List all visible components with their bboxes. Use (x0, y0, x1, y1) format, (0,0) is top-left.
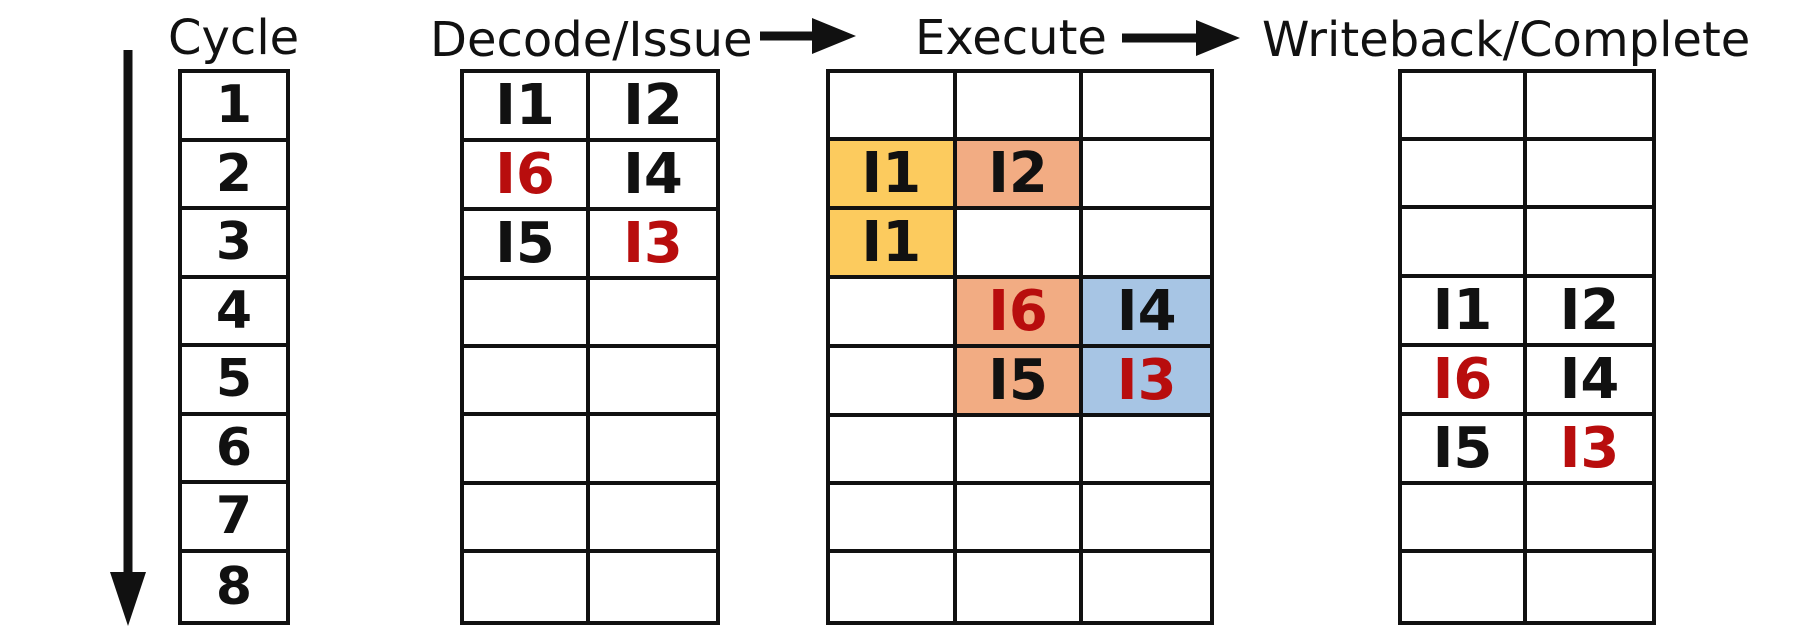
execute-cell (830, 553, 957, 621)
writeback-cell: I2 (1527, 278, 1652, 347)
execute-cell (1083, 210, 1210, 279)
execute-cell (1083, 73, 1210, 141)
execute-cell (830, 348, 957, 417)
execute-cell (956, 73, 1084, 141)
execute-header: Execute (915, 10, 1107, 66)
writeback-cell (1402, 552, 1527, 621)
execute-cell: I3 (1083, 348, 1210, 417)
execute-cell: I2 (956, 141, 1084, 210)
cycle-number: 6 (182, 416, 286, 484)
decode-issue-cell: I1 (464, 73, 590, 142)
execute-cell (1083, 141, 1210, 210)
execute-cell (830, 417, 957, 485)
execute-cell (830, 279, 957, 348)
execute-cell: I1 (830, 141, 957, 210)
writeback-cell (1527, 553, 1652, 621)
decode-issue-cell (590, 485, 716, 553)
writeback-cell (1402, 73, 1527, 142)
cycle-number: 8 (215, 556, 253, 617)
cycle-number: 3 (182, 210, 286, 279)
execute-cell: I1 (830, 210, 957, 279)
cycle-header: Cycle (168, 10, 300, 66)
writeback-cell (1527, 485, 1652, 553)
cycle-number: 5 (182, 347, 286, 416)
cycle-number: 1 (182, 73, 286, 142)
execute-cell (956, 210, 1084, 279)
decode-issue-cell: I3 (590, 211, 716, 280)
execute-cell: I5 (956, 348, 1084, 417)
decode-issue-cell (590, 348, 716, 417)
decode-issue-cell: I5 (464, 211, 590, 280)
writeback-cell: I4 (1527, 347, 1652, 416)
cycle-number: 2 (182, 142, 286, 210)
decode-issue-cell: I2 (590, 73, 716, 142)
execute-cell (1083, 417, 1210, 485)
writeback-cell: I5 (1402, 415, 1527, 485)
writeback-complete-header: Writeback/Complete (1262, 12, 1751, 68)
execute-cell (1083, 485, 1210, 553)
decode-issue-cell (590, 280, 716, 349)
decode-issue-cell: I4 (590, 142, 716, 211)
decode-issue-cell (464, 416, 590, 485)
decode-issue-cell (590, 416, 716, 485)
execute-cell (830, 73, 957, 141)
right-arrow-icon (1122, 20, 1240, 56)
execute-cell (956, 485, 1084, 553)
execute-cell (830, 485, 957, 553)
writeback-cell (1402, 209, 1527, 278)
writeback-cell (1527, 73, 1652, 142)
execute-cell (1083, 553, 1210, 621)
cycle-number: 4 (182, 279, 286, 347)
decode-issue-cell (590, 553, 716, 621)
writeback-cell: I3 (1527, 416, 1652, 485)
decode-issue-cell (464, 552, 590, 621)
writeback-cell: I1 (1402, 277, 1527, 347)
writeback-cell (1402, 484, 1527, 553)
decode-issue-cell: I6 (464, 142, 590, 211)
cycle-number: 7 (182, 484, 286, 553)
writeback-cell: I6 (1402, 346, 1527, 416)
right-arrow-icon (760, 18, 856, 54)
decode-issue-cell (464, 280, 590, 349)
decode-issue-cell (464, 348, 590, 417)
writeback-cell (1527, 209, 1652, 278)
down-arrow-icon (110, 50, 146, 626)
execute-cell: I4 (1083, 279, 1210, 348)
writeback-cell (1402, 141, 1527, 210)
execute-cell: I6 (956, 279, 1084, 348)
decode-issue-cell (464, 484, 590, 553)
decode-issue-header: Decode/Issue (430, 12, 753, 68)
execute-cell (957, 553, 1084, 621)
writeback-cell (1527, 141, 1652, 210)
execute-cell (956, 417, 1084, 485)
